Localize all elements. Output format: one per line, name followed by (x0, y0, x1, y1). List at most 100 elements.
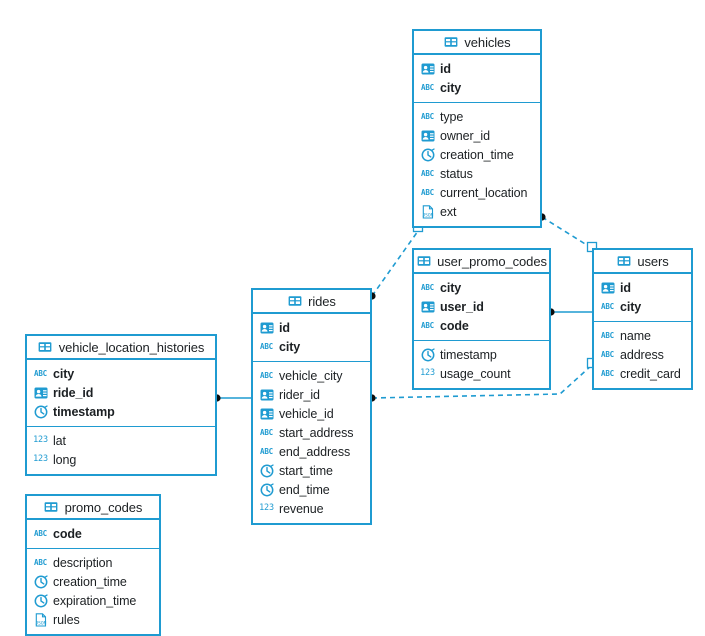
clock-icon (259, 482, 274, 497)
entity-header-rides[interactable]: rides (253, 290, 370, 314)
uuid-icon (420, 300, 435, 314)
entity-header-vehicle_location_histories[interactable]: vehicle_location_histories (27, 336, 215, 360)
abc-string-icon: ABC (601, 330, 614, 340)
field-name: vehicle_id (279, 406, 334, 421)
entity-header-user_promo_codes[interactable]: user_promo_codes (414, 250, 549, 274)
field-row[interactable]: user_id (414, 297, 549, 316)
relationship-vehicles-to-users[interactable] (538, 213, 598, 253)
field-row[interactable]: vehicle_id (253, 404, 370, 423)
field-row[interactable]: expiration_time (27, 591, 159, 610)
field-row[interactable]: id (414, 59, 540, 78)
field-row[interactable]: timestamp (414, 345, 549, 364)
uuid-icon (259, 388, 274, 402)
table-grid-icon (416, 254, 431, 268)
field-row[interactable]: id (253, 318, 370, 337)
field-row[interactable]: end_time (253, 480, 370, 499)
123-number-icon: 123 (420, 368, 435, 379)
field-row[interactable]: creation_time (27, 572, 159, 591)
relationship-vlh-to-rides[interactable] (213, 394, 251, 402)
field-name: city (53, 366, 75, 381)
field-row[interactable]: 123 lat (27, 431, 215, 450)
table-grid-icon (38, 340, 53, 354)
field-row[interactable]: creation_time (414, 145, 540, 164)
abc-string-icon: ABC (601, 301, 614, 311)
entity-header-users[interactable]: users (594, 250, 691, 274)
entity-header-vehicles[interactable]: vehicles (414, 31, 540, 55)
field-row[interactable]: ABC city (27, 364, 215, 383)
entity-header-promo_codes[interactable]: promo_codes (27, 496, 159, 520)
field-name: ride_id (53, 385, 94, 400)
abc-string-icon: ABC (34, 528, 47, 538)
field-name: code (440, 318, 469, 333)
field-name: address (620, 347, 664, 362)
table-grid-icon (44, 500, 59, 514)
primary-key-section-vehicle_location_histories: ABC city ride_id timestamp (27, 360, 215, 427)
relationship-upc-to-users[interactable] (547, 308, 592, 316)
field-name: credit_card (620, 366, 681, 381)
field-row[interactable]: ABC credit_card (594, 364, 691, 383)
entity-title: rides (308, 293, 336, 309)
field-name: lat (53, 433, 66, 448)
field-row[interactable]: start_time (253, 461, 370, 480)
123-number-icon: 123 (33, 435, 48, 446)
field-row[interactable]: timestamp (27, 402, 215, 421)
abc-string-icon: ABC (421, 168, 434, 178)
field-row[interactable]: owner_id (414, 126, 540, 145)
abc-string-icon: ABC (34, 368, 47, 378)
field-name: city (279, 339, 301, 354)
clock-icon (33, 404, 48, 419)
table-grid-icon (616, 254, 631, 268)
field-name: current_location (440, 185, 528, 200)
abc-string-icon: ABC (601, 368, 614, 378)
svg-text:JSON: JSON (422, 212, 433, 218)
uuid-icon (259, 407, 274, 421)
table-grid-icon (287, 294, 302, 308)
entity-title: users (637, 253, 669, 269)
entity-title: vehicles (464, 34, 511, 50)
field-row[interactable]: ride_id (27, 383, 215, 402)
field-name: start_address (279, 425, 354, 440)
field-name: city (440, 80, 462, 95)
field-row[interactable]: rider_id (253, 385, 370, 404)
field-name: type (440, 109, 464, 124)
field-name: user_id (440, 299, 484, 314)
field-row[interactable]: id (594, 278, 691, 297)
entity-title: vehicle_location_histories (58, 339, 205, 355)
field-name: city (440, 280, 462, 295)
